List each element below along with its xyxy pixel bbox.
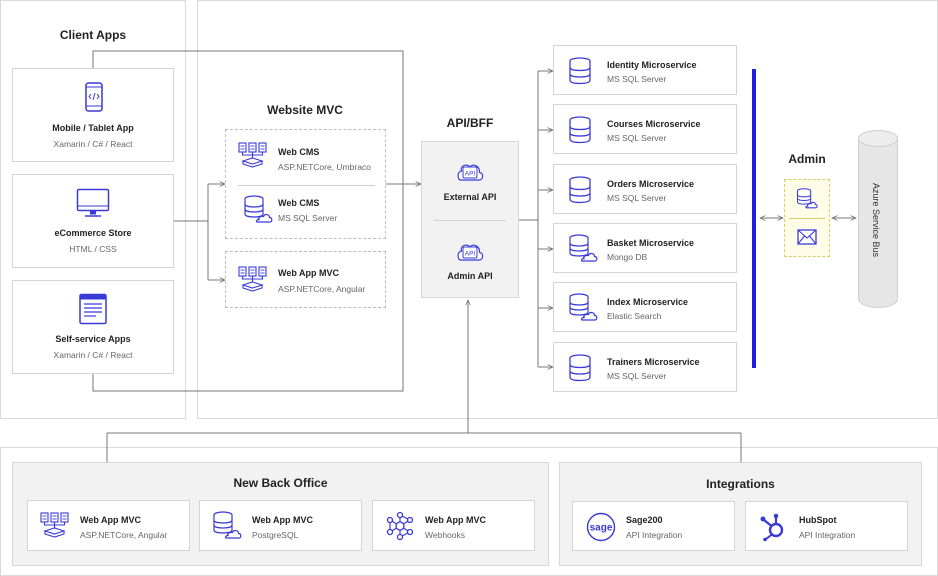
admin-api[interactable]: API Admin API [422,222,518,297]
divider [434,220,506,221]
web-cms-group: Web CMS ASP.NETCore, Umbraco Web CMS MS … [225,129,386,239]
browser-window-icon [79,293,107,325]
client-apps-title: Client Apps [59,28,127,42]
database-icon [569,116,591,144]
microservice-db: MS SQL Server [607,371,667,381]
admin-bar [752,69,756,368]
microservice-db: MS SQL Server [607,133,667,143]
back-office-item-name: Web App MVC [425,515,486,525]
server-tree-icon [238,266,267,292]
website-webapp-card[interactable]: Web App MVC ASP.NETCore, Angular [225,251,386,308]
website-mvc-title: Website MVC [267,103,343,117]
api-cloud-icon: API [457,164,484,181]
web-cms-name: Web CMS [278,198,320,208]
back-office-title: New Back Office [233,476,328,490]
client-app-card-selfservice[interactable]: Self-service Apps Xamarin / C# / React [12,280,174,374]
web-cms-row[interactable]: Web CMS ASP.NETCore, Umbraco [226,130,385,184]
database-icon [569,57,591,85]
back-office-item-tech: PostgreSQL [252,530,299,540]
microservice-card[interactable]: Orders Microservice MS SQL Server [553,164,737,214]
back-office-card[interactable]: Web App MVC ASP.NETCore, Angular [27,500,190,551]
microservice-db: MS SQL Server [607,74,667,84]
admin-api-label: Admin API [447,271,493,281]
microservice-name: Courses Microservice [607,119,701,129]
integrations-title: Integrations [706,477,775,491]
database-cloud-icon [569,234,598,262]
admin-box[interactable] [784,179,830,257]
azure-service-bus-label: Azure Service Bus [871,183,881,258]
microservice-name: Trainers Microservice [607,357,700,367]
database-cloud-icon [213,511,242,539]
bus-top-rim [858,130,898,147]
microservice-card[interactable]: Trainers Microservice MS SQL Server [553,342,737,392]
integration-card-hubspot[interactable]: HubSpot API Integration [745,501,908,551]
external-api[interactable]: API External API [422,142,518,218]
client-app-tech: HTML / CSS [69,244,117,254]
client-app-name: eCommerce Store [54,228,132,238]
integration-card-sage200[interactable]: sage Sage200 API Integration [572,501,735,551]
web-cms-name: Web CMS [278,147,320,157]
server-tree-icon [40,512,69,538]
api-badge-text: API [465,171,476,178]
microservice-name: Basket Microservice [607,238,695,248]
back-office-item-name: Web App MVC [252,515,313,525]
web-cms-db-row[interactable]: Web CMS MS SQL Server [226,186,385,238]
web-cms-tech: ASP.NETCore, Umbraco [278,162,371,172]
client-app-name: Mobile / Tablet App [52,123,134,133]
integration-tech: API Integration [626,530,683,540]
external-api-label: External API [443,192,497,202]
api-bff-box: API External API API Admin API [421,141,519,298]
api-badge-text: API [465,251,476,258]
sage-logo-text: sage [590,523,613,534]
database-cloud-icon [569,293,598,321]
client-app-name: Self-service Apps [55,334,131,344]
integration-name: Sage200 [626,515,663,525]
api-bff-title: API/BFF [446,116,494,130]
microservice-db: MS SQL Server [607,193,667,203]
webhook-network-icon [386,511,414,541]
database-icon [569,176,591,204]
mobile-code-icon [85,82,103,112]
azure-service-bus[interactable]: Azure Service Bus [858,130,898,308]
back-office-card[interactable]: Web App MVC PostgreSQL [199,500,362,551]
microservice-db: Elastic Search [607,311,662,321]
microservice-name: Identity Microservice [607,60,697,70]
microservice-name: Orders Microservice [607,179,695,189]
divider [238,185,375,186]
monitor-icon [76,188,110,217]
integration-name: HubSpot [799,515,837,525]
envelope-icon [797,229,817,245]
webapp-tech: ASP.NETCore, Angular [278,284,366,294]
integration-tech: API Integration [799,530,856,540]
client-app-tech: Xamarin / C# / React [53,139,133,149]
microservice-card[interactable]: Identity Microservice MS SQL Server [553,45,737,95]
database-cloud-icon [796,188,818,209]
microservice-name: Index Microservice [607,297,689,307]
admin-title: Admin [788,152,826,166]
api-cloud-icon: API [457,244,484,261]
client-app-card-mobile[interactable]: Mobile / Tablet App Xamarin / C# / React [12,68,174,162]
back-office-item-tech: ASP.NETCore, Angular [80,530,168,540]
back-office-item-tech: Webhooks [425,530,466,540]
webapp-name: Web App MVC [278,268,339,278]
back-office-card[interactable]: Web App MVC Webhooks [372,500,535,551]
web-cms-db-tech: MS SQL Server [278,213,338,223]
client-app-card-ecommerce[interactable]: eCommerce Store HTML / CSS [12,174,174,268]
client-app-tech: Xamarin / C# / React [53,350,133,360]
divider [789,218,825,219]
hubspot-logo-icon [760,513,784,542]
microservice-db: Mongo DB [607,252,648,262]
microservice-card[interactable]: Courses Microservice MS SQL Server [553,104,737,154]
database-cloud-icon [244,195,273,223]
sage-logo-icon: sage [586,512,616,542]
database-icon [569,354,591,382]
back-office-item-name: Web App MVC [80,515,141,525]
server-tree-icon [238,142,267,168]
